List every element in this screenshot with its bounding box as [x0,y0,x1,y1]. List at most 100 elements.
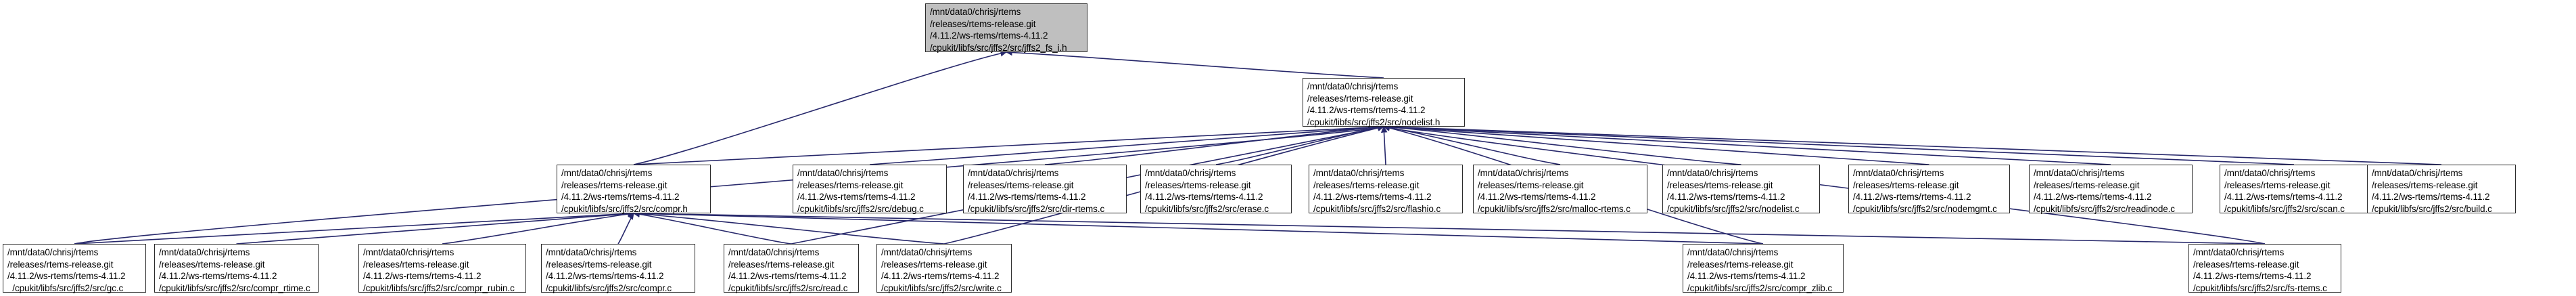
node-path-line: /releases/rtems-release.git [2193,259,2299,270]
graph-node-gc-c[interactable]: /mnt/data0/chrisj/rtems/releases/rtems-r… [3,244,146,293]
node-path-line: /mnt/data0/chrisj/rtems [1687,247,1779,257]
graph-edge [1380,126,1388,165]
node-path-line: /mnt/data0/chrisj/rtems [2224,168,2316,178]
graph-edge [633,210,1764,245]
node-path-line: /mnt/data0/chrisj/rtems [561,168,653,178]
node-path-line: /4.11.2/ws-rtems/rtems-4.11.2 [2224,192,2343,202]
node-path-line: /cpukit/libfs/src/jffs2/src/malloc-rtems… [1478,203,1631,214]
node-path-line: /mnt/data0/chrisj/rtems [1853,168,1944,178]
node-path-line: /releases/rtems-release.git [1307,93,1413,104]
node-path-line: /releases/rtems-release.git [546,259,652,270]
node-path-line: /releases/rtems-release.git [797,179,904,190]
graph-node-nodemgmt-c[interactable]: /mnt/data0/chrisj/rtems/releases/rtems-r… [1848,165,2010,214]
node-path-line: /mnt/data0/chrisj/rtems [1145,168,1236,178]
graph-node-readinode-c[interactable]: /mnt/data0/chrisj/rtems/releases/rtems-r… [2029,165,2193,214]
node-path-line: /mnt/data0/chrisj/rtems [797,168,889,178]
graph-edge [1383,123,1741,165]
node-path-line: /4.11.2/ws-rtems/rtems-4.11.2 [1307,105,1426,115]
graph-edge [236,210,634,245]
node-path-line: /cpukit/libfs/src/jffs2/src/read.c [728,282,848,293]
graph-node-read-c[interactable]: /mnt/data0/chrisj/rtems/releases/rtems-r… [724,244,859,293]
node-path-line: /4.11.2/ws-rtems/rtems-4.11.2 [2034,192,2152,202]
node-path-line: /mnt/data0/chrisj/rtems [159,247,250,257]
graph-edge [633,210,2266,245]
node-path-line: /cpukit/libfs/src/jffs2/src/fs-rtems.c [2193,282,2327,293]
graph-edge [74,210,634,245]
node-path-line: /cpukit/libfs/src/jffs2/src/jffs2_fs_i.h [930,42,1067,53]
graph-node-scan-c[interactable]: /mnt/data0/chrisj/rtems/releases/rtems-r… [2220,165,2368,214]
node-path-line: /releases/rtems-release.git [881,259,987,270]
node-path-line: /4.11.2/ws-rtems/rtems-4.11.2 [1687,271,1806,281]
node-path-line: /4.11.2/ws-rtems/rtems-4.11.2 [363,271,482,281]
node-path-line: /releases/rtems-release.git [2224,179,2331,190]
node-path-line: /cpukit/libfs/src/jffs2/src/readinode.c [2034,203,2175,214]
graph-node-nodelist-h[interactable]: /mnt/data0/chrisj/rtems/releases/rtems-r… [1303,78,1465,127]
graph-node-compr-rubin-c[interactable]: /mnt/data0/chrisj/rtems/releases/rtems-r… [358,244,526,293]
graph-node-write-c[interactable]: /mnt/data0/chrisj/rtems/releases/rtems-r… [876,244,1012,293]
node-path-line: /mnt/data0/chrisj/rtems [2372,168,2463,178]
graph-node-build-c[interactable]: /mnt/data0/chrisj/rtems/releases/rtems-r… [2367,165,2516,214]
graph-edge [1044,123,1384,165]
graph-edge [633,210,945,245]
graph-node-compr-h[interactable]: /mnt/data0/chrisj/rtems/releases/rtems-r… [557,165,711,214]
node-path-line: /cpukit/libfs/src/jffs2/src/compr_zlib.c [1687,282,1833,293]
graph-node-dir-rtems-c[interactable]: /mnt/data0/chrisj/rtems/releases/rtems-r… [963,165,1127,214]
node-path-line: /cpukit/libfs/src/jffs2/src/scan.c [2224,203,2345,214]
graph-edge [633,123,1384,165]
graph-node-fs-rtems-c[interactable]: /mnt/data0/chrisj/rtems/releases/rtems-r… [2188,244,2341,293]
node-path-line: /4.11.2/ws-rtems/rtems-4.11.2 [561,192,680,202]
node-path-line: /releases/rtems-release.git [1667,179,1773,190]
graph-edge [1383,123,1929,165]
graph-edge [1006,49,1384,79]
graph-node-compr-rtime-c[interactable]: /mnt/data0/chrisj/rtems/releases/rtems-r… [154,244,319,293]
node-path-line: /4.11.2/ws-rtems/rtems-4.11.2 [159,271,277,281]
node-path-line: /releases/rtems-release.git [1687,259,1794,270]
node-path-line: /cpukit/libfs/src/jffs2/src/gc.c [7,282,124,293]
graph-node-erase-c[interactable]: /mnt/data0/chrisj/rtems/releases/rtems-r… [1140,165,1292,214]
graph-node-compr-zlib-c[interactable]: /mnt/data0/chrisj/rtems/releases/rtems-r… [1683,244,1844,293]
graph-node-debug-c[interactable]: /mnt/data0/chrisj/rtems/releases/rtems-r… [793,165,947,214]
node-path-line: /cpukit/libfs/src/jffs2/src/dir-rtems.c [968,203,1105,214]
node-path-line: /releases/rtems-release.git [968,179,1074,190]
node-path-line: /cpukit/libfs/src/jffs2/src/nodelist.c [1667,203,1800,214]
node-path-line: /mnt/data0/chrisj/rtems [546,247,637,257]
graph-edge [1215,124,1384,165]
graph-edge [869,123,1384,165]
node-path-line: /4.11.2/ws-rtems/rtems-4.11.2 [546,271,664,281]
node-path-line: /cpukit/libfs/src/jffs2/src/erase.c [1145,203,1269,214]
node-path-line: /mnt/data0/chrisj/rtems [1667,168,1758,178]
node-path-line: /cpukit/libfs/src/jffs2/src/nodelist.h [1307,117,1441,127]
node-path-line: /releases/rtems-release.git [728,259,835,270]
node-path-line: /cpukit/libfs/src/jffs2/src/build.c [2372,203,2492,214]
graph-edge [1383,124,1561,165]
node-path-line: /4.11.2/ws-rtems/rtems-4.11.2 [728,271,847,281]
node-path-line: /cpukit/libfs/src/jffs2/src/compr_rubin.… [363,282,515,293]
node-path-line: /releases/rtems-release.git [7,259,114,270]
node-path-line: /cpukit/libfs/src/jffs2/src/nodemgmt.c [1853,203,1997,214]
node-path-line: /4.11.2/ws-rtems/rtems-4.11.2 [7,271,126,281]
node-path-line: /mnt/data0/chrisj/rtems [1307,81,1399,91]
node-path-line: /4.11.2/ws-rtems/rtems-4.11.2 [1853,192,1971,202]
graph-node-jffs2-fs-i-h[interactable]: /mnt/data0/chrisj/rtems/releases/rtems-r… [925,3,1087,53]
graph-edge [1383,123,2111,165]
node-path-line: /4.11.2/ws-rtems/rtems-4.11.2 [1667,192,1785,202]
node-path-line: /4.11.2/ws-rtems/rtems-4.11.2 [968,192,1086,202]
graph-node-compr-c[interactable]: /mnt/data0/chrisj/rtems/releases/rtems-r… [541,244,695,293]
node-path-line: /4.11.2/ws-rtems/rtems-4.11.2 [797,192,916,202]
node-path-line: /releases/rtems-release.git [1313,179,1420,190]
node-path-line: /releases/rtems-release.git [1478,179,1584,190]
graph-edge [1383,123,2295,165]
node-path-line: /releases/rtems-release.git [2372,179,2478,190]
node-path-line: /4.11.2/ws-rtems/rtems-4.11.2 [1145,192,1263,202]
node-path-line: /4.11.2/ws-rtems/rtems-4.11.2 [1313,192,1432,202]
graph-node-malloc-rtems-c[interactable]: /mnt/data0/chrisj/rtems/releases/rtems-r… [1473,165,1647,214]
node-path-line: /cpukit/libfs/src/jffs2/src/compr.c [546,282,672,293]
node-path-line: /cpukit/libfs/src/jffs2/src/flashio.c [1313,203,1441,214]
node-path-line: /mnt/data0/chrisj/rtems [363,247,454,257]
graph-edge [442,211,634,245]
node-path-line: /releases/rtems-release.git [930,18,1036,29]
graph-edge [1383,123,2442,165]
graph-node-flashio-c[interactable]: /mnt/data0/chrisj/rtems/releases/rtems-r… [1309,165,1463,214]
graph-node-nodelist-c[interactable]: /mnt/data0/chrisj/rtems/releases/rtems-r… [1662,165,1820,214]
